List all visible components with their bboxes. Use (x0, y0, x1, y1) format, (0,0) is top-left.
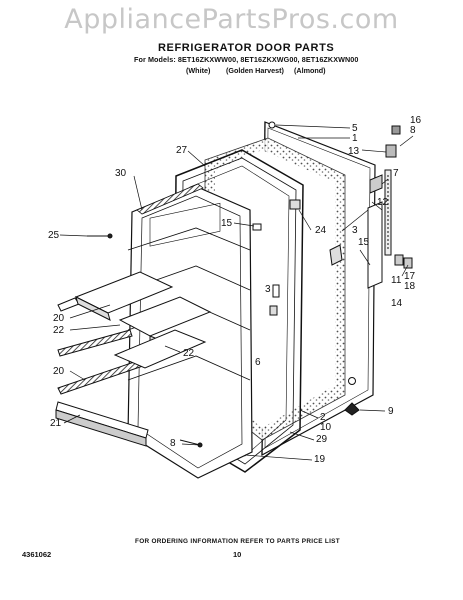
callout-29: 29 (316, 434, 328, 445)
callout-14: 13 (348, 146, 360, 157)
callout-17: 18 (404, 281, 416, 292)
callout-6: 5 (352, 123, 358, 134)
color-white: (White) (186, 66, 211, 75)
callout-16: 16 (410, 115, 422, 126)
color-golden-harvest: (Golden Harvest) (226, 66, 284, 75)
watermark: AppliancePartsPros.com (64, 4, 399, 35)
callout-19: 19 (314, 454, 326, 465)
page-number: 10 (233, 550, 242, 559)
callout-10: 8 (410, 125, 416, 136)
callout-11: 11 (391, 275, 402, 286)
callout-25: 25 (48, 230, 60, 241)
callout-22-left: 22 (53, 325, 65, 336)
color-almond: (Almond) (294, 66, 326, 75)
callout-21: 21 (50, 418, 62, 429)
ordering-note: FOR ORDERING INFORMATION REFER TO PARTS … (135, 538, 340, 545)
callout-9: 8 (170, 438, 176, 449)
page-title: REFRIGERATOR DOOR PARTS (158, 42, 335, 54)
callout-27: 27 (176, 145, 188, 156)
callout-1: 1 (352, 133, 358, 144)
model-numbers: For Models: 8ET16ZKXWW00, 8ET16ZKXWG00, … (134, 55, 359, 64)
hinge-assembly (367, 125, 413, 289)
callout-20-bottom: 20 (53, 366, 65, 377)
hardware-parts (87, 121, 360, 448)
callout-3-left: 3 (265, 284, 271, 295)
callout-4: 6 (255, 357, 261, 368)
callout-5: 9 (388, 406, 394, 417)
callout-15-left: 15 (221, 218, 233, 229)
callout-13: 14 (391, 298, 403, 309)
door-shelf-bars (55, 271, 212, 447)
callout-22-right: 22 (183, 348, 195, 359)
callout-3-right: 3 (352, 225, 358, 236)
callout-18: 17 (404, 271, 416, 282)
callout-7: 7 (393, 168, 399, 179)
callout-labels: 5 1 13 16 8 7 12 3 15 17 18 11 14 27 30 … (48, 115, 422, 465)
callout-2: 2 (320, 412, 326, 423)
callout-30: 30 (115, 168, 127, 179)
leader-lines (59, 124, 414, 461)
callout-24: 24 (315, 225, 327, 236)
door-top-trim (136, 183, 204, 215)
callout-15-right: 15 (358, 237, 370, 248)
callout-12: 12 (377, 197, 389, 208)
document-number: 4361062 (22, 550, 52, 559)
callout-8: 10 (320, 422, 332, 433)
callout-20-top: 20 (53, 313, 65, 324)
